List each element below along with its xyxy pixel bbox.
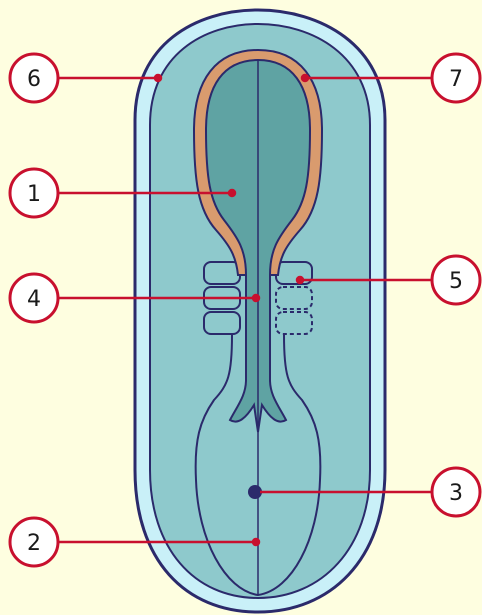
callout-6: 6 [10, 54, 58, 102]
callout-7: 7 [432, 54, 480, 102]
callout-3: 3 [432, 468, 480, 516]
svg-text:1: 1 [27, 182, 41, 207]
callout-5: 5 [432, 256, 480, 304]
svg-text:5: 5 [449, 269, 463, 294]
svg-text:3: 3 [449, 481, 463, 506]
callout-2: 2 [10, 518, 58, 566]
svg-text:4: 4 [27, 287, 41, 312]
callout-4: 4 [10, 274, 58, 322]
svg-text:6: 6 [27, 67, 41, 92]
svg-text:7: 7 [449, 67, 463, 92]
primitive-node [248, 485, 262, 499]
svg-text:2: 2 [27, 531, 41, 556]
callout-1: 1 [10, 169, 58, 217]
somites-right [276, 262, 312, 334]
